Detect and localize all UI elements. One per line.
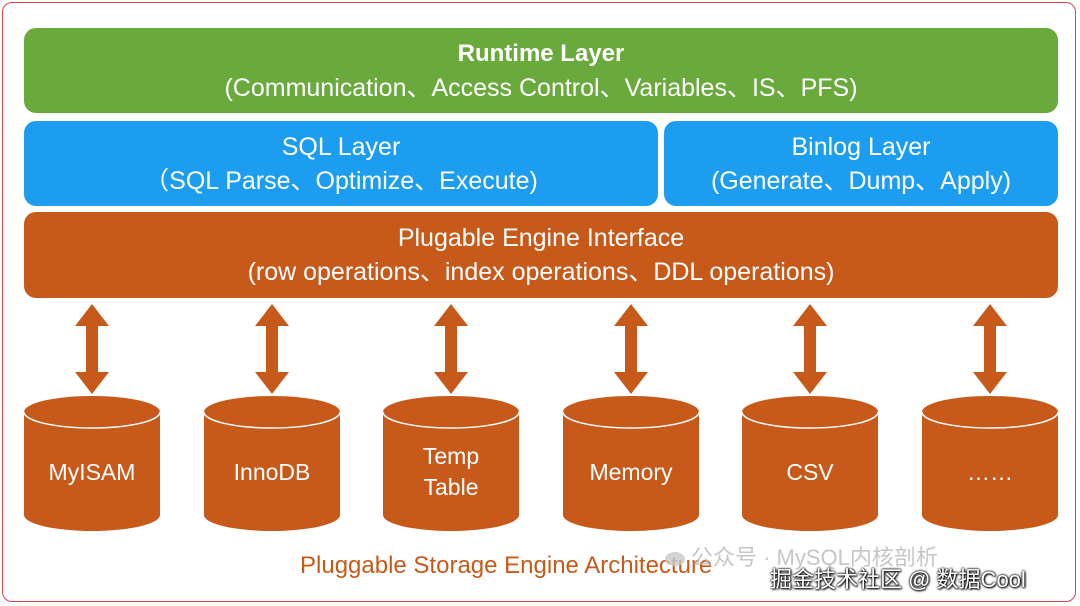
cylinder-temptable [382, 396, 520, 531]
sql-layer-title: SQL Layer [281, 132, 401, 161]
diagram-caption: Pluggable Storage Engine Architecture [300, 552, 713, 579]
sql-layer: SQL Layer （SQL Parse、Optimize、Execute) [24, 121, 658, 206]
runtime-layer: Runtime Layer (Communication、Access Cont… [24, 28, 1058, 113]
double-arrow-memory [614, 304, 648, 394]
engine-interface-title: Plugable Engine Interface [397, 224, 685, 252]
binlog-layer: Binlog Layer (Generate、Dump、Apply) [664, 121, 1058, 206]
engine-label-memory: Memory [589, 458, 673, 485]
watermark-line1: 公众号 · MySQL内核剖析 [691, 545, 938, 570]
double-arrow-myisam [75, 304, 109, 394]
double-arrow-temptable [434, 304, 468, 394]
double-arrow-csv [793, 304, 827, 394]
engine-label-csv: CSV [786, 458, 834, 485]
watermark-juejin: 掘金技术社区 @ 数据Cool [770, 567, 1026, 592]
sql-layer-subtitle: （SQL Parse、Optimize、Execute) [144, 166, 538, 195]
cylinder-memory [562, 396, 700, 531]
cylinder-myisam [23, 396, 161, 531]
binlog-layer-subtitle: (Generate、Dump、Apply) [710, 166, 1012, 195]
cylinder-csv [741, 396, 879, 531]
runtime-layer-title: Runtime Layer [457, 39, 625, 67]
watermark-wechat: 公众号 · MySQL内核剖析 [665, 540, 938, 572]
engine-label-myisam: MyISAM [48, 458, 136, 485]
engine-interface-layer: Plugable Engine Interface (row operation… [24, 212, 1058, 298]
engine-label-innodb: InnoDB [233, 458, 311, 485]
cylinder-innodb [203, 396, 341, 531]
runtime-layer-subtitle: (Communication、Access Control、Variables、… [224, 73, 858, 102]
double-arrow-innodb [255, 304, 289, 394]
binlog-layer-title: Binlog Layer [791, 132, 931, 161]
double-arrow-more [973, 304, 1007, 394]
engine-interface-subtitle: (row operations、index operations、DDL ope… [247, 258, 835, 286]
wechat-icon [665, 552, 685, 567]
engine-label-more: …… [967, 458, 1013, 485]
cylinder-more [921, 396, 1059, 531]
